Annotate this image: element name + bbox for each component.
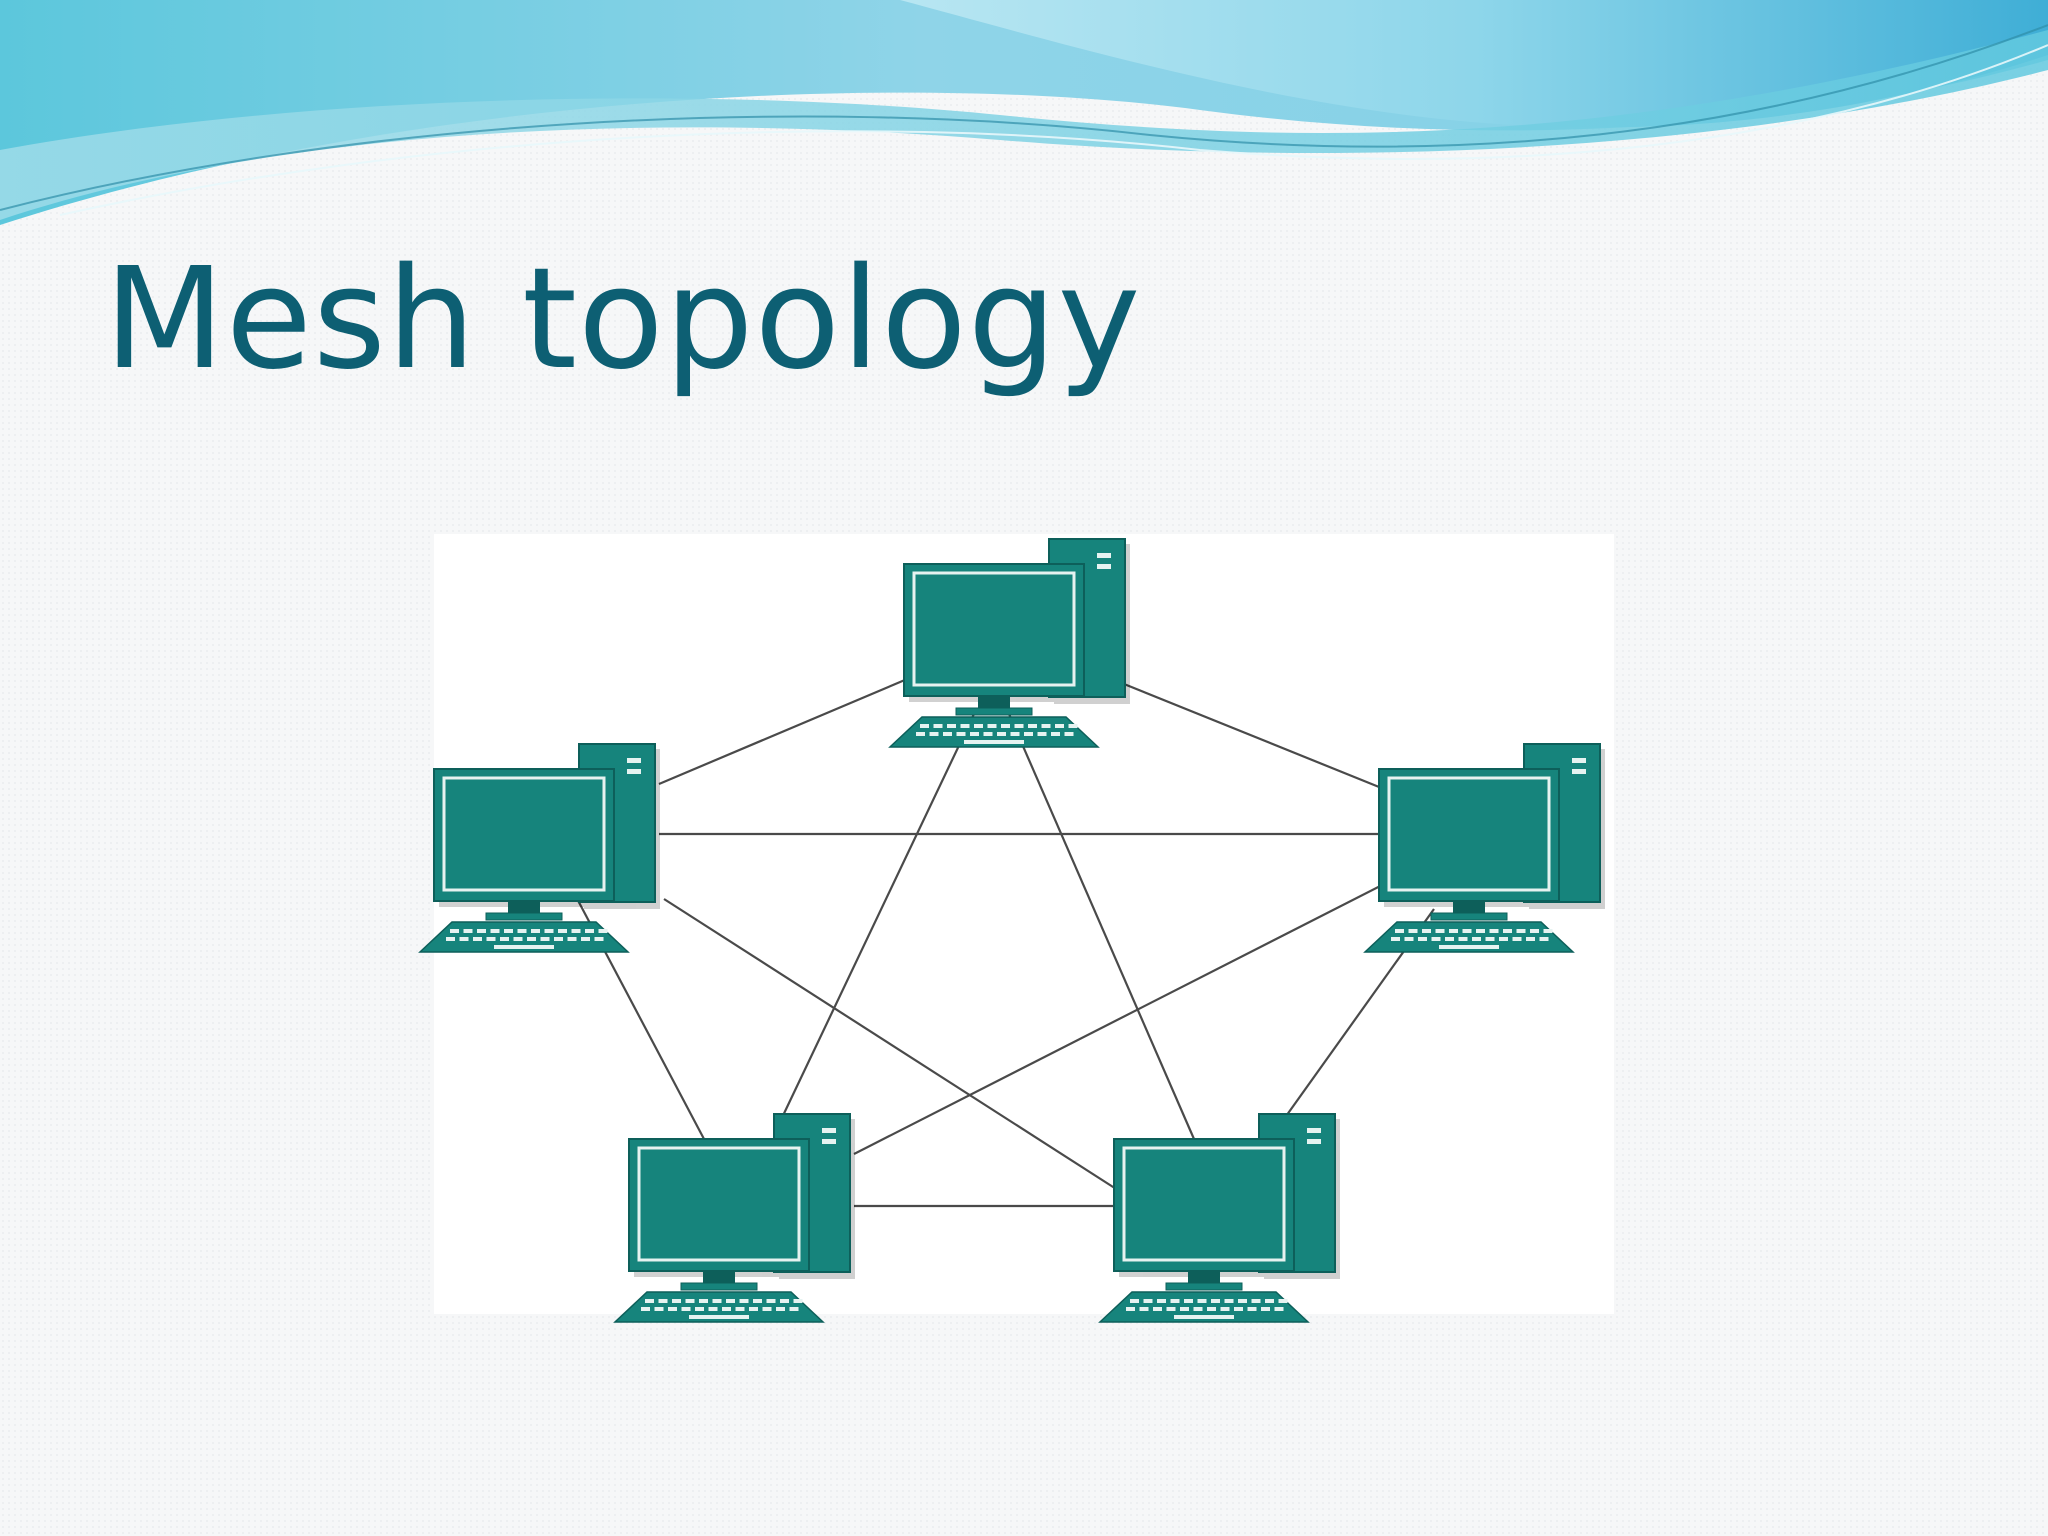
desktop-computer-icon bbox=[1098, 1113, 1340, 1323]
nodes-layer bbox=[418, 538, 1605, 1323]
desktop-computer-icon bbox=[1363, 743, 1605, 953]
wave-header-decoration bbox=[0, 0, 2048, 225]
desktop-computer-icon bbox=[418, 743, 660, 953]
wave-line-1 bbox=[0, 24, 2048, 211]
mesh-link-top-to-bottom-right bbox=[1007, 713, 1196, 1140]
wave-band-front bbox=[0, 30, 2048, 220]
mesh-link-top-to-bottom-left bbox=[778, 713, 975, 1125]
desktop-computer-icon bbox=[613, 1113, 855, 1323]
mesh-link-right-to-bottom-left bbox=[853, 878, 1395, 1155]
mesh-topology-diagram bbox=[418, 538, 1605, 1323]
mesh-link-top-to-right bbox=[1123, 682, 1385, 791]
mesh-link-left-to-bottom-left bbox=[563, 873, 705, 1140]
links-layer bbox=[563, 672, 1435, 1208]
mesh-link-left-to-bottom-right bbox=[663, 898, 1125, 1195]
mesh-link-top-to-left bbox=[658, 672, 920, 786]
slide-title: Mesh topology bbox=[104, 238, 1142, 401]
desktop-computer-icon bbox=[888, 538, 1130, 748]
wave-line-2 bbox=[59, 44, 2048, 216]
